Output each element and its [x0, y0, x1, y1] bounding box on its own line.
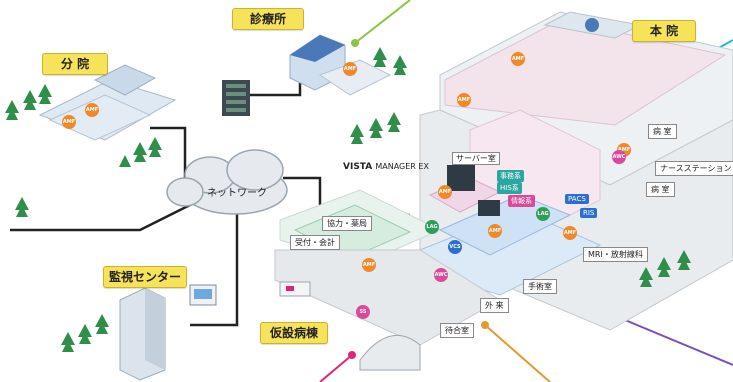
- network-label: ネットワーク: [207, 188, 267, 199]
- callout-dot-green: [351, 39, 359, 47]
- ambulance: [279, 281, 311, 297]
- badge-amf-main-2: AMF: [457, 93, 471, 107]
- monitor-screen: [189, 284, 217, 306]
- badge-amf-reception: AMF: [362, 258, 376, 272]
- label-branch: 分 院: [42, 53, 108, 75]
- badge-ss: SS: [356, 305, 370, 319]
- badge-lag-1: LAG: [425, 220, 439, 234]
- badge-amf-pacs: AMF: [563, 226, 577, 240]
- badge-amf-clinic: AMF: [343, 62, 357, 76]
- tag-his: HIS系: [497, 182, 522, 194]
- callout-line-green: [354, 0, 411, 44]
- product-logo-sub: MANAGER EX: [375, 162, 429, 171]
- callout-dot-magenta: [348, 351, 356, 359]
- badge-amf-branch-2: AMF: [85, 103, 99, 117]
- label-temp-ward: 仮設病棟: [260, 322, 328, 344]
- product-logo: VISTA MANAGER EX: [343, 162, 429, 172]
- callout-dot-orange: [481, 321, 489, 329]
- badge-lag-2: LAG: [536, 207, 550, 221]
- room-server: サーバー室: [452, 152, 500, 165]
- callout-line-magenta: [319, 354, 353, 382]
- room-reception: 受付・会計: [290, 235, 340, 250]
- badge-amf-server: AMF: [438, 185, 452, 199]
- badge-awc-2: AWC: [612, 150, 626, 164]
- clinic-building: [289, 34, 392, 96]
- badge-awc-1: AWC: [434, 268, 448, 282]
- trees: [5, 47, 691, 352]
- tag-ris: RIS: [580, 208, 598, 218]
- label-monitor-center: 監視センター: [103, 266, 187, 288]
- server-room-racks: [447, 165, 500, 216]
- badge-amf-his: AMF: [488, 224, 502, 238]
- monitoring-tower: [119, 287, 166, 381]
- badge-amf-branch: AMF: [62, 115, 76, 129]
- room-outpatient: 外 来: [480, 298, 509, 313]
- callout-line-orange: [484, 324, 551, 382]
- server-rack: [222, 80, 250, 116]
- room-ward: 病 室: [648, 124, 677, 139]
- label-clinic: 診療所: [232, 8, 304, 30]
- tag-pacs: PACS: [565, 194, 589, 204]
- room-ward-2: 病 室: [646, 182, 675, 197]
- room-cooperation: 協力・薬局: [322, 216, 372, 231]
- room-mri: MRI・放射線科: [583, 247, 648, 262]
- tag-info-sys: 情報系: [508, 195, 535, 207]
- badge-amf-main-1: AMF: [511, 52, 525, 66]
- tag-admin-sys: 事務系: [497, 170, 524, 182]
- network-cloud: [166, 149, 288, 215]
- room-surgery: 手術室: [523, 279, 557, 294]
- room-waiting: 待合室: [440, 323, 474, 338]
- room-nurse-station: ナースステーション: [655, 161, 733, 176]
- label-main-hospital: 本 院: [632, 20, 696, 42]
- temporary-ward-tent: [359, 335, 421, 371]
- product-logo-main: VISTA: [343, 162, 373, 172]
- badge-vcs: VCS: [448, 240, 462, 254]
